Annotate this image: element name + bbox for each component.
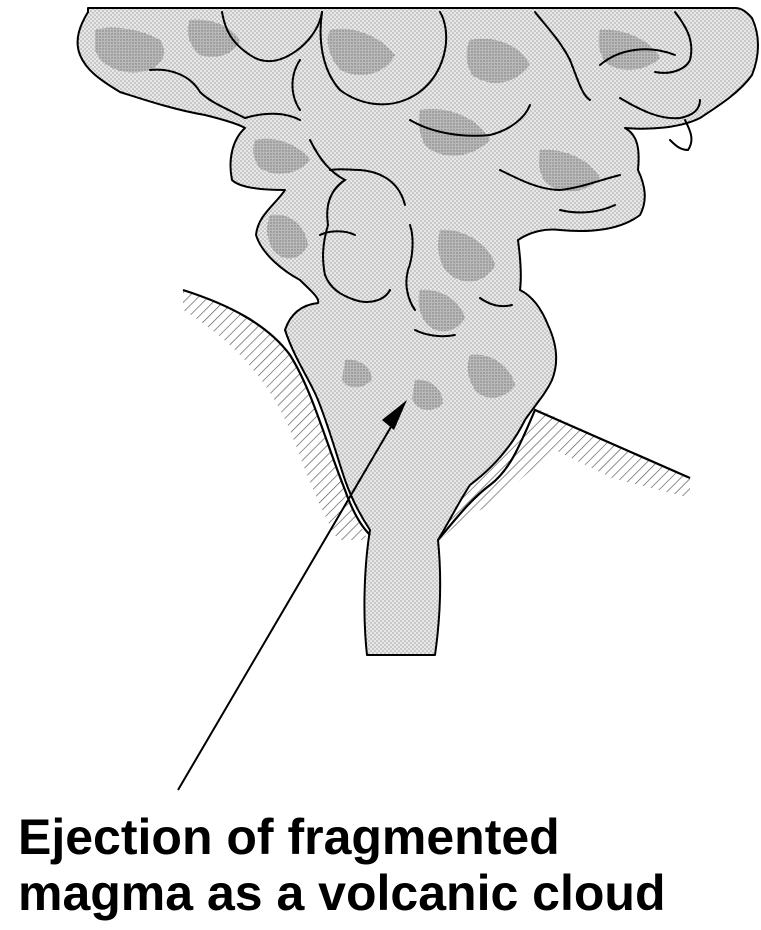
leader-line <box>178 420 395 790</box>
caption-line-1: Ejection of fragmented <box>18 812 560 862</box>
caption-line-2: magma as a volcanic cloud <box>18 868 666 918</box>
